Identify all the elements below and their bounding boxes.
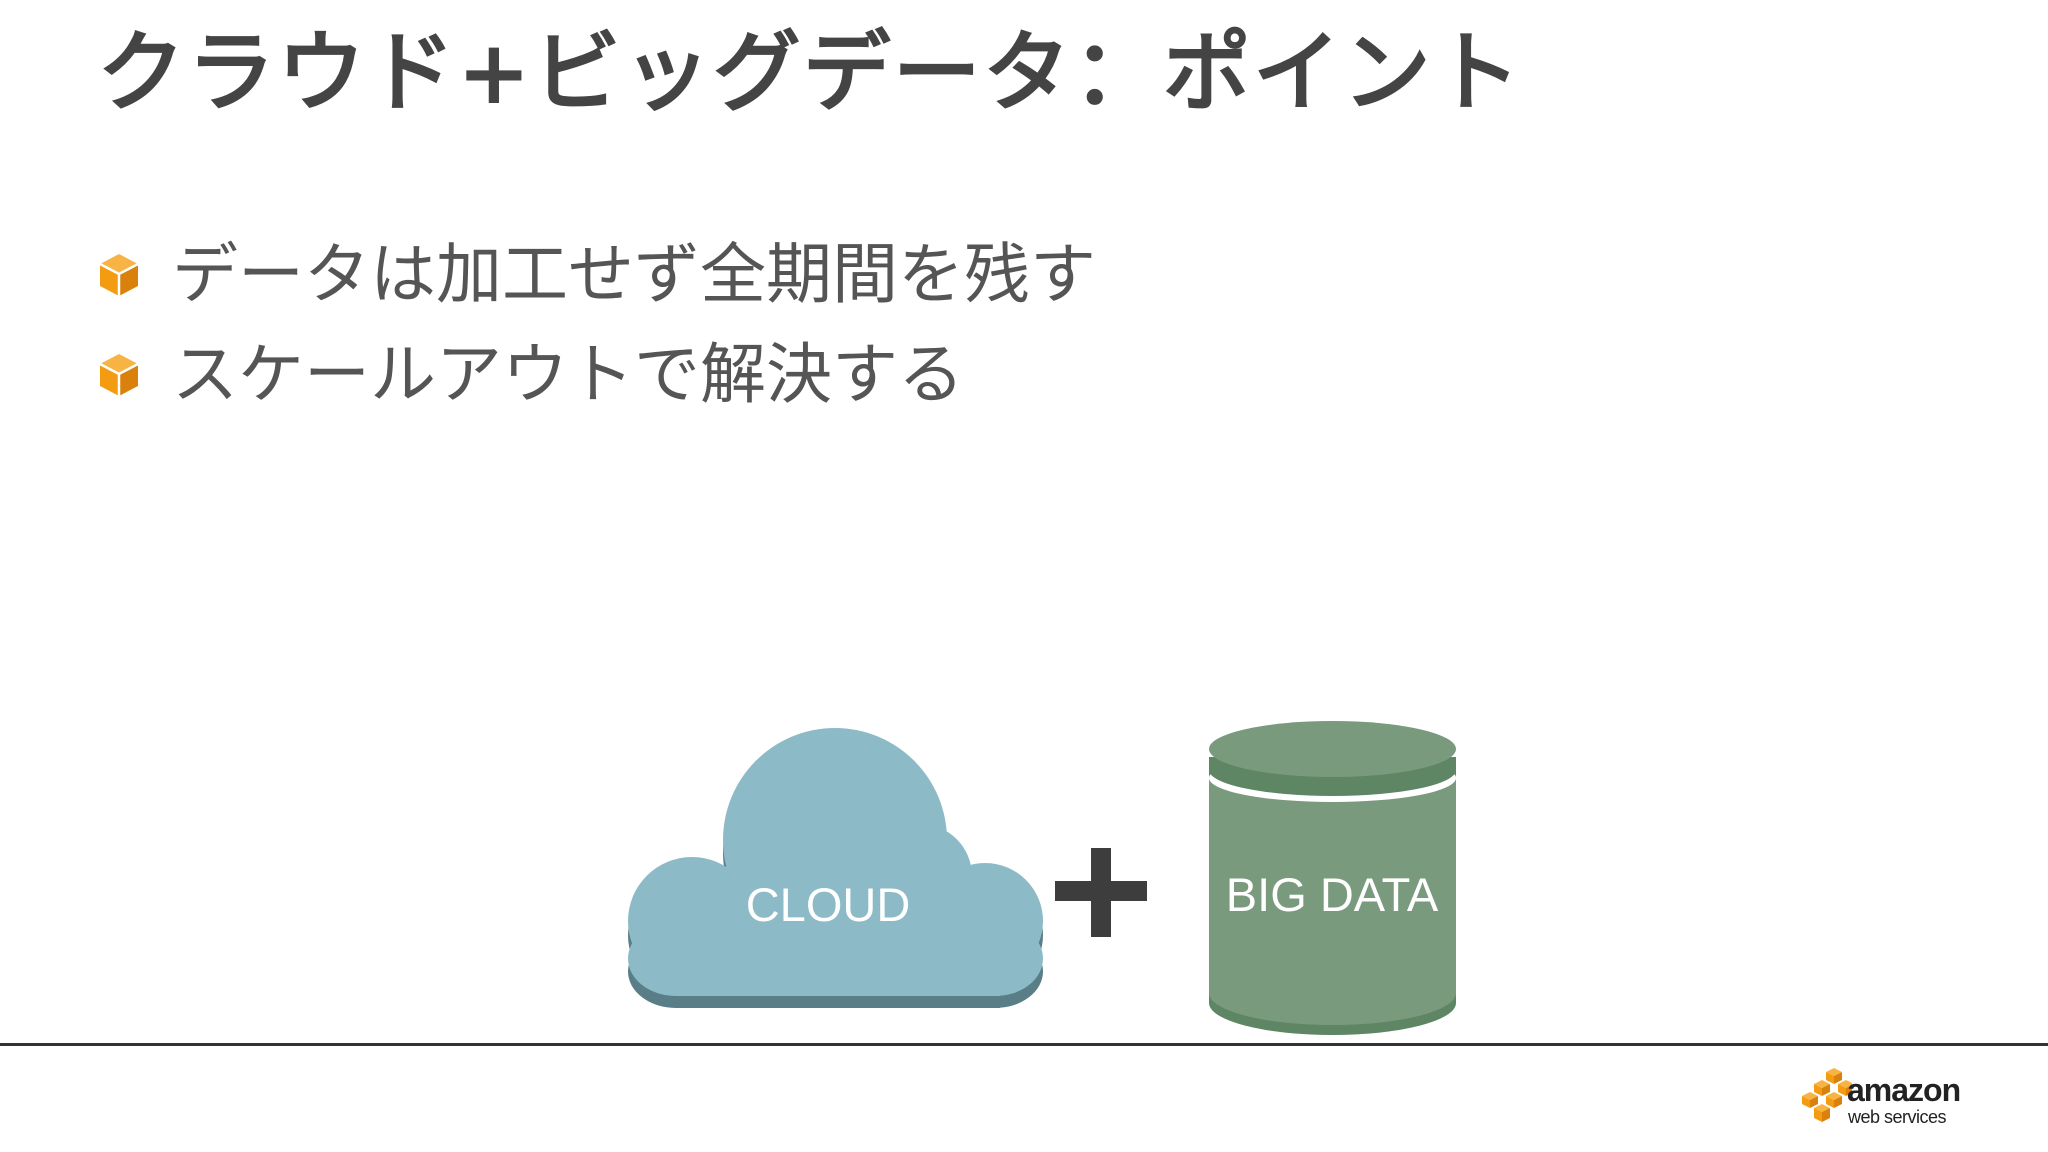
bullet-text: データは加工せず全期間を残す	[172, 236, 1096, 313]
bullet-item: データは加工せず全期間を残す	[97, 225, 1096, 325]
bullet-text: スケールアウトで解決する	[172, 336, 964, 413]
cloud-icon	[628, 728, 1043, 996]
plus-icon	[1055, 848, 1147, 937]
logo-subtext: web services	[1848, 1107, 1947, 1127]
aws-cube-icon	[99, 254, 139, 296]
slide-title: クラウド+ビッグデータ：ポイント	[97, 21, 1523, 124]
bullet-item: スケールアウトで解決する	[97, 325, 1096, 425]
bullet-list: データは加工せず全期間を残す スケールアウトで解決する	[97, 225, 1096, 425]
cloud-shadow	[628, 740, 1043, 1008]
cloud-label: CLOUD	[746, 878, 911, 931]
database-label: BIG DATA	[1226, 868, 1439, 921]
database-icon	[1209, 721, 1456, 1035]
logo-wordmark: amazon	[1847, 1072, 1961, 1108]
aws-cubes-icon	[1802, 1068, 1852, 1122]
aws-cube-icon	[99, 354, 139, 396]
aws-logo: amazon web services	[1796, 1066, 1966, 1134]
footer-rule	[0, 1043, 2048, 1046]
